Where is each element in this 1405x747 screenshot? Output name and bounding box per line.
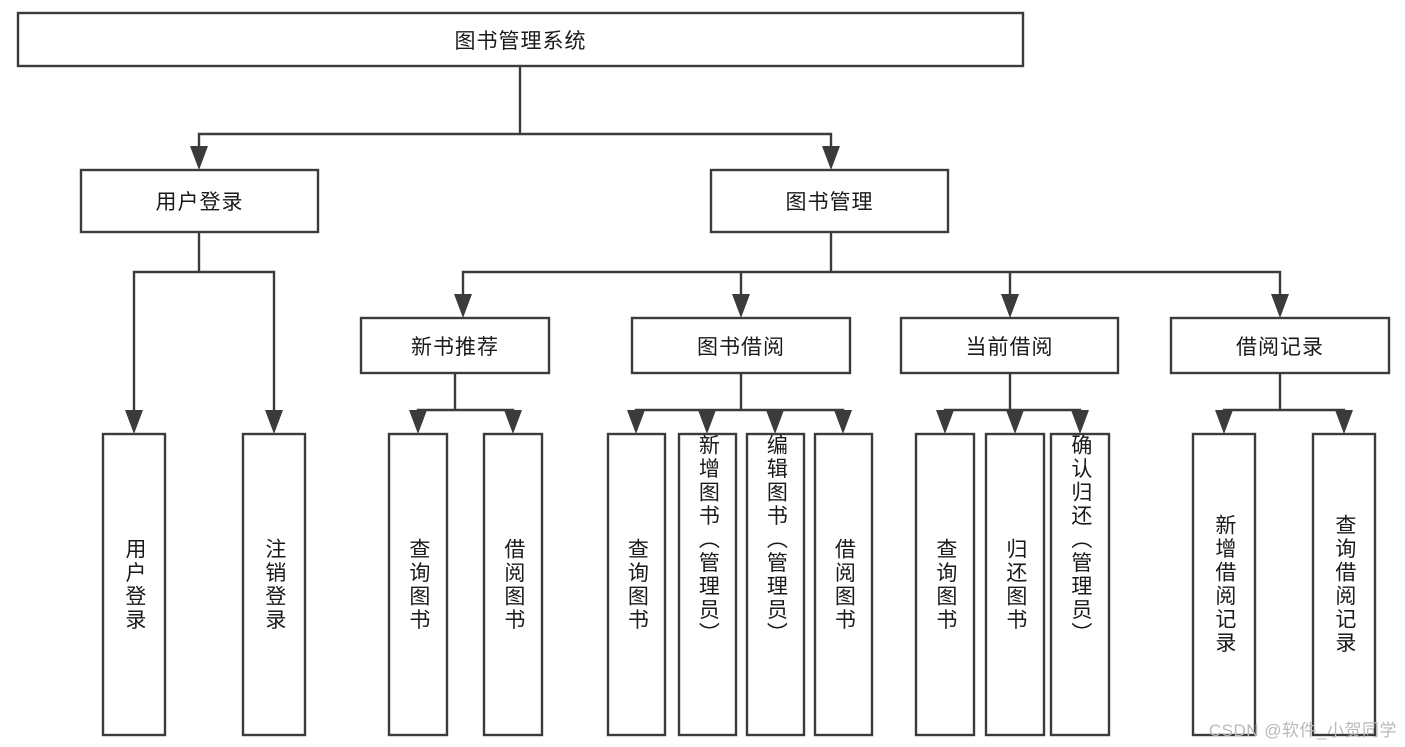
arrowhead-leaf-add-book	[698, 410, 716, 434]
node-box-leaf-add-borrow-record[interactable]	[1191, 432, 1257, 737]
node-boxes	[16, 11, 1391, 737]
node-box-leaf-query-book-2[interactable]	[606, 432, 667, 737]
node-box-user-login[interactable]	[79, 168, 320, 234]
node-box-leaf-query-book-1[interactable]	[387, 432, 449, 737]
connector-root-to-level1	[197, 64, 833, 157]
arrowhead-leaf-confirm-return	[1071, 410, 1089, 434]
arrowhead-leaf-borrow-book-1	[504, 410, 522, 434]
arrowhead-borrow-record	[1271, 294, 1289, 318]
arrowhead-leaf-user-logout	[265, 410, 283, 434]
node-box-borrow-record[interactable]	[1169, 316, 1391, 375]
arrowhead-leaf-query-book-3	[936, 410, 954, 434]
arrowhead-book-borrow	[732, 294, 750, 318]
arrowhead-leaf-query-book-1	[409, 410, 427, 434]
arrowhead-leaf-query-book-2	[627, 410, 645, 434]
connector-userlogin-bus	[132, 230, 276, 422]
node-box-root[interactable]	[16, 11, 1025, 68]
connector-newbook-bus	[416, 371, 515, 422]
arrowhead-user-login	[190, 146, 208, 170]
connectors	[125, 64, 1353, 434]
arrowhead-leaf-borrow-book-2	[834, 410, 852, 434]
connector-bookborrow-bus	[634, 371, 845, 422]
arrowhead-leaf-query-record	[1335, 410, 1353, 434]
node-box-leaf-user-logout[interactable]	[241, 432, 307, 737]
node-box-leaf-borrow-book-2[interactable]	[813, 432, 874, 737]
arrowhead-leaf-edit-book	[766, 410, 784, 434]
node-box-leaf-user-login[interactable]	[101, 432, 167, 737]
node-box-leaf-confirm-return[interactable]	[1049, 432, 1111, 737]
node-box-leaf-query-borrow-record[interactable]	[1311, 432, 1377, 737]
arrowhead-leaf-user-login	[125, 410, 143, 434]
node-box-leaf-query-book-3[interactable]	[914, 432, 976, 737]
arrowhead-new-book-rec	[454, 294, 472, 318]
arrowhead-leaf-return-book	[1006, 410, 1024, 434]
arrowhead-book-manage	[822, 146, 840, 170]
connector-borrowrecord-bus	[1222, 371, 1346, 422]
connector-bookmanage-bus	[461, 230, 1282, 305]
node-box-book-borrow[interactable]	[630, 316, 852, 375]
arrowhead-leaf-add-record	[1215, 410, 1233, 434]
arrowhead-current-borrow	[1001, 294, 1019, 318]
node-box-leaf-return-book[interactable]	[984, 432, 1046, 737]
node-box-book-manage[interactable]	[709, 168, 950, 234]
node-box-leaf-borrow-book-1[interactable]	[482, 432, 544, 737]
node-box-leaf-edit-book[interactable]	[745, 432, 806, 737]
node-box-new-book-recommend[interactable]	[359, 316, 551, 375]
node-box-leaf-add-book[interactable]	[677, 432, 738, 737]
node-box-current-borrow[interactable]	[899, 316, 1120, 375]
